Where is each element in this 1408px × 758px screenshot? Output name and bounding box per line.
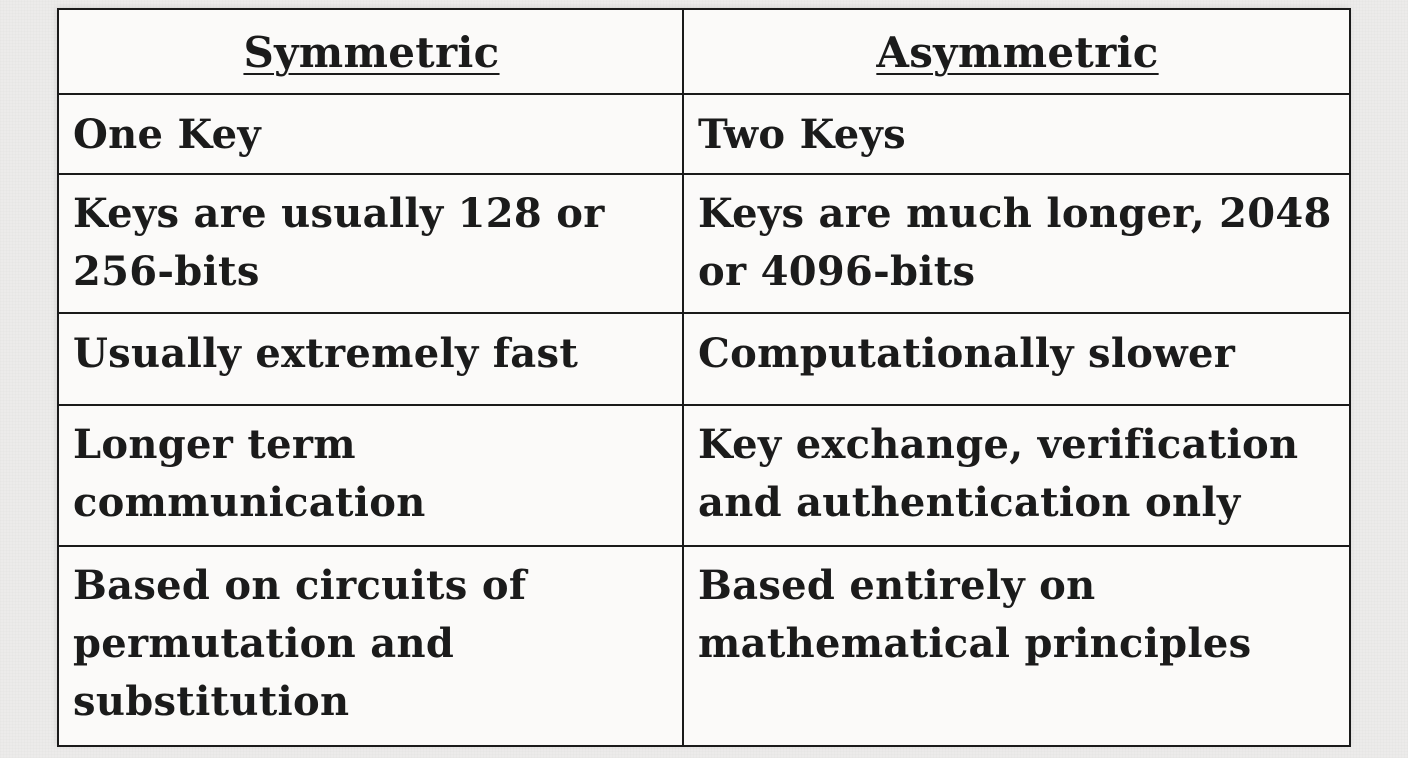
table-cell: Key exchange, verification and authentic… [682,404,1351,547]
table-row: One Key Two Keys [57,93,1351,175]
header-asymmetric: Asymmetric [682,8,1351,95]
table-cell: Longer term communication [57,404,684,547]
table-row: Keys are usually 128 or 256-bits Keys ar… [57,173,1351,314]
symmetric-vs-asymmetric-table: Symmetric Asymmetric One Key Two Keys Ke… [57,8,1351,747]
comparison-table-container: Symmetric Asymmetric One Key Two Keys Ke… [57,8,1351,747]
table-cell: Based on circuits of permutation and sub… [57,545,684,747]
table-cell: Keys are much longer, 2048 or 4096-bits [682,173,1351,314]
header-symmetric: Symmetric [57,8,684,95]
table-row: Longer term communication Key exchange, … [57,404,1351,547]
table-cell: Usually extremely fast [57,312,684,406]
table-row: Based on circuits of permutation and sub… [57,545,1351,747]
header-row: Symmetric Asymmetric [57,8,1351,95]
table-cell: Keys are usually 128 or 256-bits [57,173,684,314]
table-cell: Two Keys [682,93,1351,175]
table-cell: Computationally slower [682,312,1351,406]
table-cell: Based entirely on mathematical principle… [682,545,1351,747]
table-cell: One Key [57,93,684,175]
table-row: Usually extremely fast Computationally s… [57,312,1351,406]
